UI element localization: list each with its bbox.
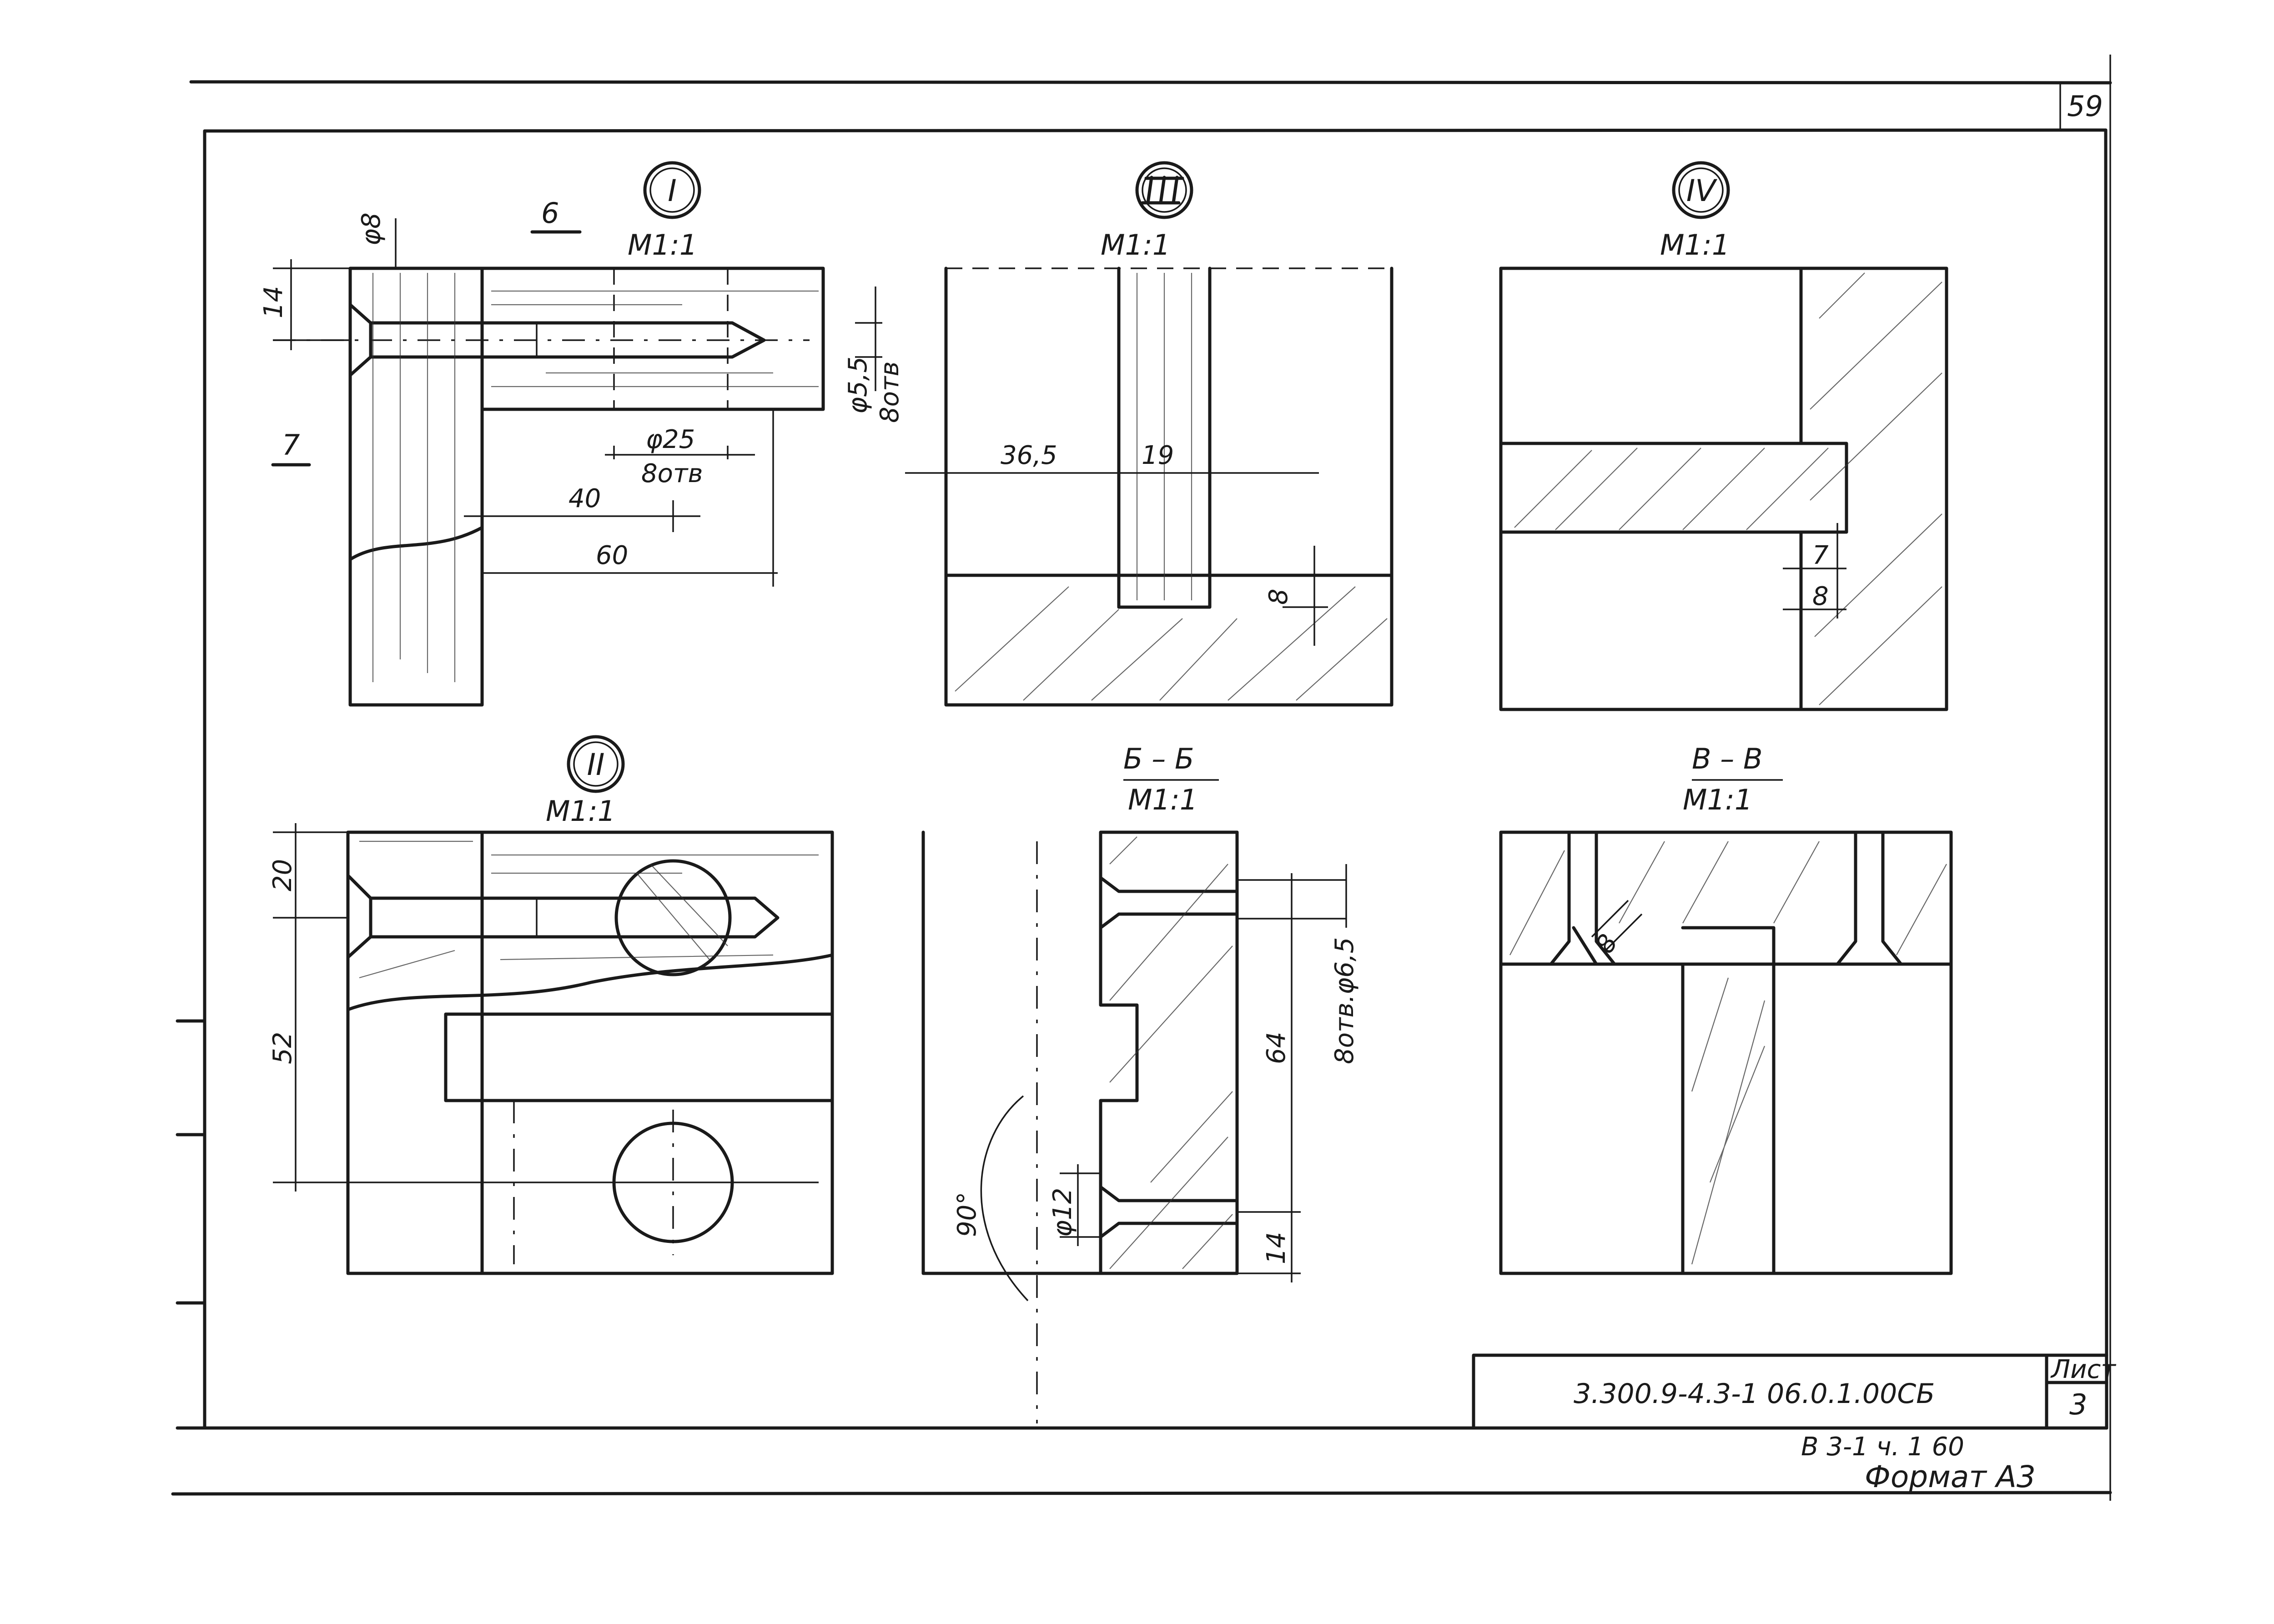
view-iv-roman: IV bbox=[1686, 173, 1717, 208]
sheet-frame bbox=[171, 55, 2112, 1501]
dim-bb-angle: 90° bbox=[952, 1192, 982, 1237]
dim-bb-14: 14 bbox=[1262, 1232, 1291, 1264]
dim-i-40: 40 bbox=[568, 484, 601, 513]
title-block-sheet-label: Лист bbox=[2050, 1355, 2116, 1384]
title-block-designation: 3.300.9-4.3-1 06.0.1.00СБ bbox=[1574, 1378, 1935, 1410]
dim-i-phi55: φ5,5 bbox=[843, 357, 873, 414]
dim-i-holes-b: 8отв bbox=[641, 459, 703, 488]
dim-iii-19: 19 bbox=[1142, 441, 1174, 470]
view-iv-scale: M1:1 bbox=[1660, 228, 1730, 261]
sheet-number-top: 59 bbox=[2067, 90, 2103, 123]
view-i-scale: M1:1 bbox=[628, 228, 697, 261]
section-vv-title: В – В bbox=[1692, 742, 1762, 775]
section-vv: В – В M1:1 bbox=[1499, 742, 1953, 1275]
title-block-format: Формат А3 bbox=[1865, 1459, 2036, 1494]
part-label-6: 6 bbox=[541, 196, 559, 230]
dim-i-60: 60 bbox=[596, 541, 628, 570]
view-iii: M1:1 bbox=[905, 161, 1394, 707]
section-vv-scale: M1:1 bbox=[1683, 783, 1752, 816]
dim-iv-7: 7 bbox=[1812, 541, 1829, 570]
title-block-sheet-value: 3 bbox=[2069, 1388, 2087, 1421]
dim-bb-phi12: φ12 bbox=[1048, 1188, 1077, 1237]
dim-i-phi25: φ25 bbox=[646, 425, 695, 454]
view-i-roman: I bbox=[668, 173, 676, 208]
view-iii-scale: M1:1 bbox=[1101, 228, 1170, 261]
part-label-7: 7 bbox=[282, 428, 300, 462]
dim-bb-holes: 8отв.φ6,5 bbox=[1330, 937, 1359, 1064]
view-ii-scale: M1:1 bbox=[546, 794, 615, 828]
title-block-series: В 3-1 ч. 1 60 bbox=[1801, 1432, 1964, 1462]
dim-ii-20: 20 bbox=[268, 859, 297, 891]
view-ii: II M1:1 bbox=[273, 735, 834, 1275]
dim-iii-8: 8 bbox=[1264, 588, 1293, 605]
dim-iii-365: 36,5 bbox=[1001, 441, 1057, 470]
section-bb: Б – Б M1:1 bbox=[921, 742, 1347, 1423]
dim-iv-8: 8 bbox=[1812, 582, 1829, 611]
title-block bbox=[1472, 1353, 2108, 1430]
dim-ii-52: 52 bbox=[268, 1032, 297, 1064]
view-i: I M1:1 6 7 bbox=[271, 161, 882, 707]
dim-i-phi8: φ8 bbox=[357, 212, 386, 246]
view-iv: IV M1:1 bbox=[1499, 161, 1948, 711]
section-bb-title: Б – Б bbox=[1123, 742, 1194, 775]
dim-bb-64: 64 bbox=[1262, 1032, 1291, 1064]
view-ii-roman: II bbox=[587, 747, 605, 782]
dim-i-14: 14 bbox=[259, 286, 288, 318]
dim-i-holes-a: 8отв bbox=[875, 361, 905, 423]
section-bb-scale: M1:1 bbox=[1128, 783, 1197, 816]
